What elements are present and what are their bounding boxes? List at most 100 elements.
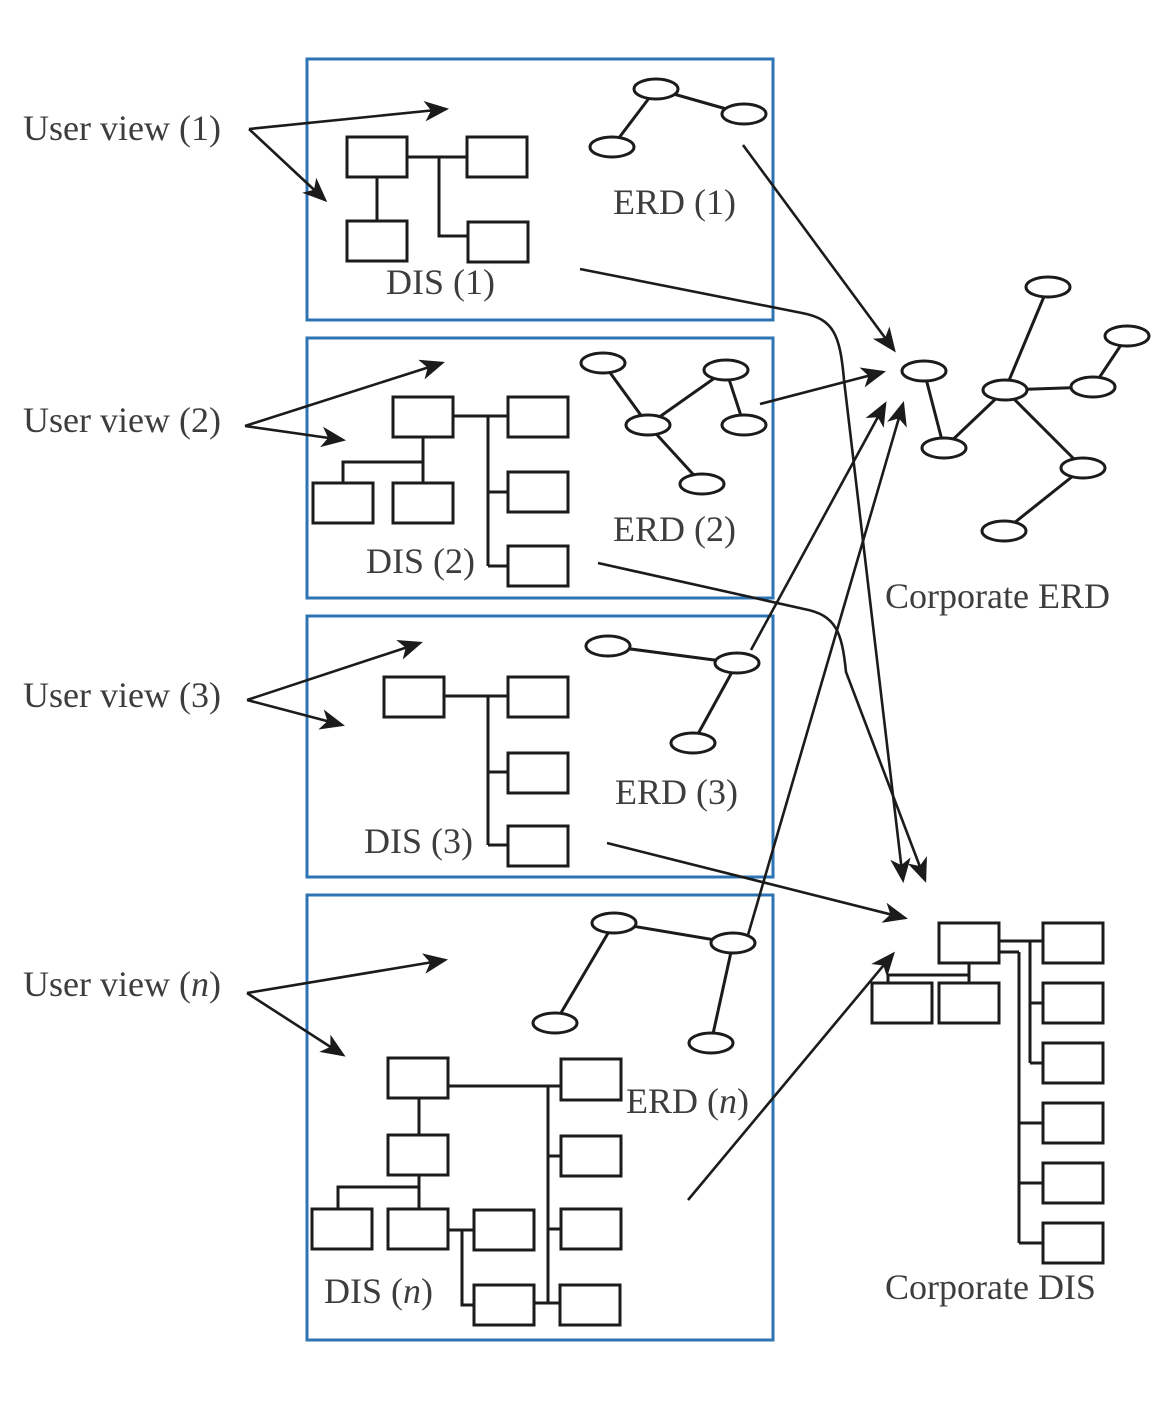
dis-3-connectors [445,694,508,847]
corporate-dis-node-4 [937,981,1001,1025]
erd-n-to-corporate-erd-arrow [746,401,907,936]
corporate-erd-entities [900,275,1151,543]
corporate-dis-node-7 [1041,1101,1105,1145]
user-view-panel-n [305,893,775,1342]
dis-3-node-3 [506,751,570,795]
erd-3-entity-1 [584,634,632,658]
erd-2-entities [579,351,768,496]
dis-3-node-4 [506,824,570,868]
dis-3-node-1 [382,675,446,719]
dis-n-node-4 [310,1207,374,1251]
dis-n-node-2 [559,1057,623,1102]
user-view-1-arrow-erd [248,100,450,131]
erd-n-entity-1 [590,911,638,935]
dis-1-node-4 [466,220,530,264]
user-view-panel-3 [305,614,775,879]
user-view-2-arrow-erd [244,359,445,428]
corporate-erd-entity-5 [1069,375,1117,399]
erd-2-entity-2 [702,358,750,382]
user-view-3-arrow-erd [246,639,423,702]
corporate-erd-entity-7 [1059,456,1107,480]
corporate-dis-nodes [870,921,1105,1265]
user-view-n-arrow-dis [246,991,346,1057]
dis-n-node-3 [386,1133,450,1177]
dis-1-node-1 [345,135,409,179]
corporate-erd-edges [922,286,1129,533]
erd-n-entity-3 [531,1011,579,1035]
dis-2-node-6 [506,544,570,588]
erd-n-entity-4 [687,1031,735,1055]
erd-n-entity-2 [709,931,757,955]
user-view-arrows [244,100,450,1057]
user-view-n-arrow-erd [246,953,449,995]
dis-n-label: DIS (n) [324,1271,433,1311]
dis-1-label: DIS (1) [386,262,495,302]
dis-2-to-corporate-dis-arrow [597,561,927,883]
dis-n-node-8 [559,1134,623,1178]
dis-3-nodes [382,675,570,868]
dis-n-connectors [336,1084,561,1307]
user-view-2-label: User view (2) [23,400,221,440]
erd-3-entity-3 [669,731,717,755]
dis-2-node-1 [391,395,455,439]
erd-3-entity-2 [713,651,761,675]
dis-1-connectors [375,155,468,238]
dis-n-node-5 [386,1207,450,1251]
erd-1-entity-2 [720,102,768,126]
dis-n-node-10 [558,1283,622,1327]
corporate-erd-label: Corporate ERD [885,576,1110,616]
erd-1-entity-3 [588,135,636,159]
corporate-erd-entity-1 [900,359,948,383]
erd-1-entities [588,77,768,159]
corporate-dis-node-6 [1041,1041,1105,1085]
erd-n-edges [553,921,735,1044]
erd-2-entity-3 [624,413,672,437]
dis-2-node-2 [506,395,570,439]
corporate-dis-node-2 [1041,921,1105,965]
user-view-n-label: User view (n) [23,964,221,1004]
dis-2-label: DIS (2) [366,541,475,581]
user-view-panel-2 [305,336,775,600]
user-view-3-label: User view (3) [23,675,221,715]
dis-2-node-4 [391,481,455,525]
erd-2-label: ERD (2) [613,509,736,549]
dis-1-node-2 [465,135,529,179]
erd-3-to-corporate-erd-arrow [749,401,887,651]
consolidation-arrows [579,144,927,1201]
dis-2-node-5 [506,470,570,514]
corporate-dis-node-5 [1041,981,1105,1025]
erd-1-label: ERD (1) [613,182,736,222]
dis-3-label: DIS (3) [364,821,473,861]
dis-3-node-2 [506,675,570,719]
erd-2-to-corporate-erd-arrow [759,367,886,406]
corporate-dis-node-8 [1041,1161,1105,1205]
user-view-panels [305,57,775,1342]
corporate-erd-entity-3 [981,378,1029,402]
erd-2-entity-5 [678,472,726,496]
erd-3-entities [584,634,761,755]
corporate-dis-node-1 [937,921,1001,965]
erd-n-entities [531,911,757,1055]
dis-n-node-6 [472,1208,536,1252]
user-view-3-arrow-dis [246,698,345,730]
erd-3-label: ERD (3) [615,772,738,812]
user-view-1-arrow-dis [248,128,328,203]
erd-2-entity-4 [720,413,768,437]
erd-1-to-corporate-erd-arrow [741,144,896,353]
dis-3-to-corporate-dis-arrow [606,841,908,923]
user-view-2-arrow-dis [244,424,347,448]
corporate-erd-entity-6 [1103,324,1151,348]
dis-n-nodes [310,1056,623,1327]
erd-2-entity-1 [579,351,627,375]
user-view-1-label: User view (1) [23,108,221,148]
dis-2-node-3 [311,481,375,525]
dis-n-node-7 [472,1283,536,1327]
dis-2-connectors [341,414,508,568]
dis-n-node-1 [386,1056,450,1100]
corporate-erd-entity-8 [980,519,1028,543]
corporate-dis-node-9 [1041,1221,1105,1265]
corporate-erd-entity-2 [920,436,968,460]
dis-2-nodes [311,395,570,588]
